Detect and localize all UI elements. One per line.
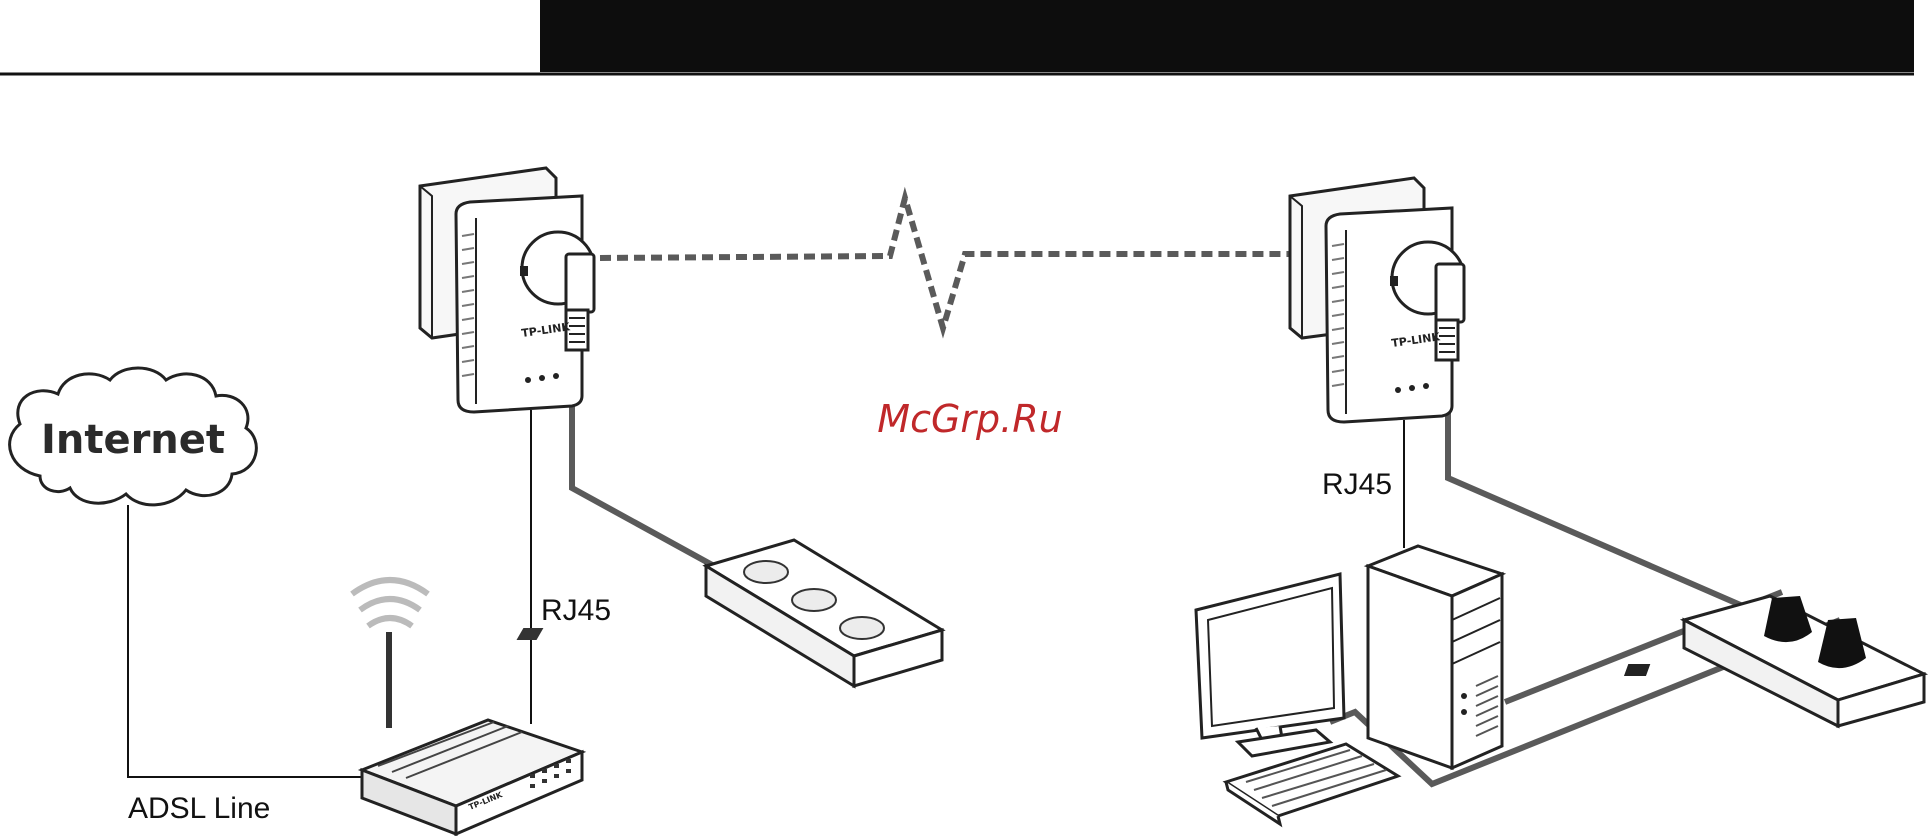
power-cable-left (572, 348, 725, 572)
desktop-computer-icon (1368, 546, 1502, 768)
monitor-icon (1196, 574, 1344, 756)
watermark: McGrp.Ru (877, 397, 1062, 441)
router-antenna (386, 632, 392, 728)
powerline-adapter-icon: TP-LINK (456, 196, 594, 412)
header (0, 0, 1914, 74)
rj45-label-left: RJ45 (541, 594, 611, 627)
internet-label: Internet (41, 417, 225, 463)
adsl-line-label: ADSL Line (128, 792, 270, 825)
powerline-adapter-left: TP-LINK (420, 168, 594, 412)
wifi-icon (352, 580, 428, 626)
powerline-adapter-icon: TP-LINK (1326, 208, 1464, 422)
powerline-adapter-right: TP-LINK (1290, 178, 1464, 422)
cloud-icon: Internet (10, 368, 257, 505)
power-strip-icon (1624, 596, 1924, 726)
rj45-label-right: RJ45 (1322, 468, 1392, 501)
header-bar (540, 0, 1914, 72)
connections (128, 198, 1840, 784)
powerline-signal (600, 198, 1298, 328)
adsl-line (128, 505, 366, 777)
